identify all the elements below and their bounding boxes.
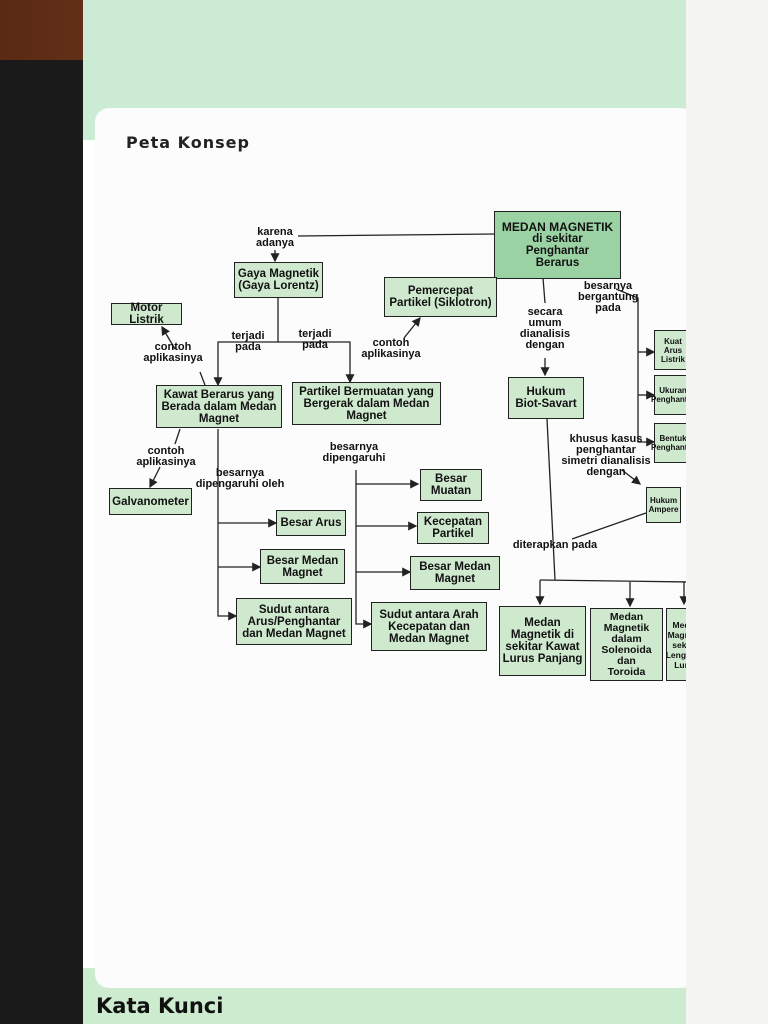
node-hukum-ampere: Hukum Ampere [646, 487, 681, 523]
label-besarnya-dipengaruhi-oleh: besarnya dipengaruhi oleh [195, 467, 285, 490]
line-bus [539, 579, 686, 583]
node-partikel-bermuatan: Partikel Bermuatan yang Bergerak dalam M… [292, 382, 441, 425]
node-besar-arus: Besar Arus [276, 510, 346, 536]
label-diterapkan-pada: diterapkan pada [512, 539, 598, 551]
node-bentuk-penghantar: Bentuk Penghantar [651, 423, 686, 463]
book-page [83, 0, 686, 1024]
node-kuat-arus: Kuat Arus Listrik [654, 330, 686, 370]
node-besar-muatan: Besar Muatan [420, 469, 482, 501]
label-khusus-kasus: khusus kasus penghantar simetri dianalis… [561, 433, 651, 478]
line-partikel-vertical [355, 470, 373, 629]
label-karena-adanya: karena adanya [256, 226, 294, 249]
node-ukuran-penghantar: Ukuran Penghantar [651, 375, 686, 415]
arrow-galvanometer [149, 466, 161, 489]
line-kawat-vertical [217, 429, 238, 621]
arrow-pemercepat [403, 316, 421, 339]
line-contoh-kawat [199, 371, 206, 386]
node-medan-solenoida: Medan Magnetik dalam Solenoida dan Toroi… [590, 608, 663, 681]
node-medan-lengkung: Medan Magnetik sekitar Lengkung Lurus [666, 608, 686, 681]
arrow-ampere [621, 469, 642, 485]
node-medan-magnetik: MEDAN MAGNETIK di sekitar Penghantar Ber… [494, 211, 621, 279]
line-medan-karena [297, 233, 496, 237]
label-besarnya-dipengaruhi: besarnya dipengaruhi [322, 441, 386, 464]
node-gaya-magnetik: Gaya Magnetik (Gaya Lorentz) [234, 262, 323, 298]
node-besar-medan-magnet-2: Besar Medan Magnet [410, 556, 500, 590]
connector-lines [149, 233, 686, 629]
background-right [686, 0, 768, 1024]
line-medan-secara [542, 277, 546, 304]
node-medan-kawat-lurus: Medan Magnetik di sekitar Kawat Lurus Pa… [499, 606, 586, 676]
medan-magnetik-subtitle: di sekitar Penghantar Berarus [525, 233, 590, 269]
medan-magnetik-title: MEDAN MAGNETIK [501, 220, 614, 234]
section-title: Peta Konsep [126, 133, 250, 152]
node-sudut-arus: Sudut antara Arus/Penghantar dan Medan M… [236, 598, 352, 645]
node-kecepatan-partikel: Kecepatan Partikel [417, 512, 489, 544]
node-kawat-berarus: Kawat Berarus yang Berada dalam Medan Ma… [156, 385, 282, 428]
line-biot-down [546, 418, 556, 581]
node-hukum-biot-savart: Hukum Biot-Savart [508, 377, 584, 419]
arrow-motor [161, 325, 176, 350]
node-motor-listrik: Motor Listrik [111, 302, 182, 326]
label-contoh-aplikasinya-1: contoh aplikasinya [143, 341, 203, 364]
label-contoh-aplikasinya-2: contoh aplikasinya [361, 337, 421, 360]
line-bergantung [615, 288, 656, 447]
label-secara-umum: secara umum dianalisis dengan [519, 306, 571, 351]
node-besar-medan-magnet-1: Besar Medan Magnet [260, 549, 345, 584]
arrow-gaya-kawat [213, 298, 279, 387]
footer-title: Kata Kunci [96, 994, 224, 1018]
node-sudut-kecepatan: Sudut antara Arah Kecepatan dan Medan Ma… [371, 602, 487, 651]
label-terjadi-pada-2: terjadi pada [298, 328, 332, 351]
arrow-gaya-partikel [278, 341, 355, 384]
node-pemercepat: Pemercepat Partikel (Siklotron) [384, 277, 497, 317]
label-besarnya-bergantung: besarnya bergantung pada [578, 280, 639, 314]
label-terjadi-pada-1: terjadi pada [231, 330, 265, 353]
concept-map: MEDAN MAGNETIK di sekitar Penghantar Ber… [109, 211, 686, 681]
line-ampere-diterapkan [571, 512, 647, 540]
line-kawat-contoh [174, 428, 181, 445]
label-contoh-aplikasinya-3: contoh aplikasinya [136, 445, 196, 468]
node-galvanometer: Galvanometer [109, 488, 192, 515]
